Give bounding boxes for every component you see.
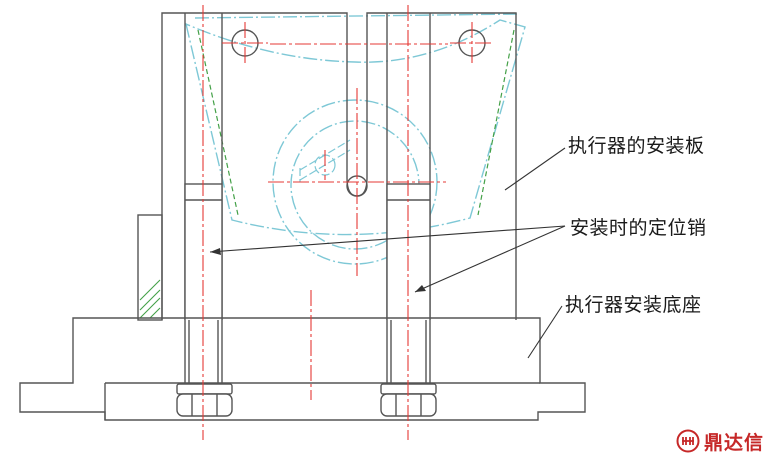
base-label: 执行器安装底座	[565, 294, 702, 316]
leader-lines	[209, 147, 566, 359]
watermark-logo-icon	[676, 429, 700, 453]
leader-mount-plate	[504, 147, 566, 191]
side-bracket	[137, 214, 163, 321]
leader-base	[527, 305, 563, 359]
watermark-logo-text: 鼎达信	[704, 431, 765, 454]
leader-pin-right	[414, 225, 566, 293]
leader-pin-left	[209, 225, 566, 253]
watermark-logo: 鼎达信	[676, 428, 764, 454]
mount-plate-label: 执行器的安装板	[568, 135, 705, 157]
bracket-hatch	[139, 279, 161, 319]
center-lines	[202, 5, 494, 440]
right-mount-plate	[346, 12, 517, 320]
locating-pin-label: 安装时的定位销	[570, 217, 707, 239]
leader-arrowheads	[210, 248, 426, 292]
actuator-outline	[185, 13, 526, 265]
actuator-base	[19, 317, 586, 421]
nut-left	[176, 383, 233, 417]
